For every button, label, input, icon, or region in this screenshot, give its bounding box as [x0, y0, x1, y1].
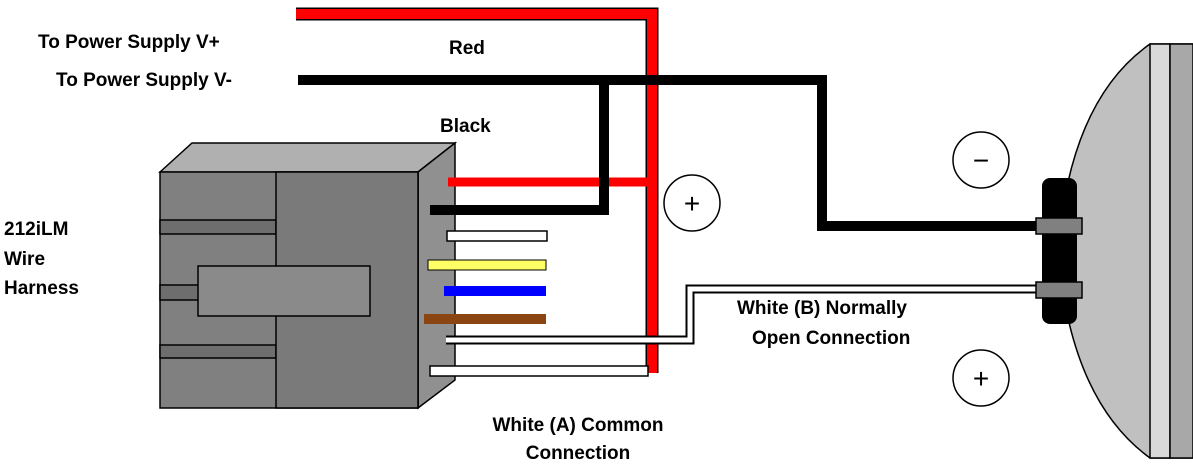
white-wire-top [446, 230, 548, 242]
label-white-a-line2: Connection [526, 443, 631, 464]
device-rim [1149, 43, 1171, 459]
minus-device-symbol: − [952, 131, 1010, 189]
label-harness-line2: Wire [4, 249, 45, 270]
connector-top-face [158, 142, 458, 173]
label-red: Red [449, 38, 485, 59]
plus-device-symbol: + [952, 349, 1010, 407]
label-supply-neg: To Power Supply V- [56, 70, 232, 91]
label-supply-pos: To Power Supply V+ [38, 32, 220, 53]
white-b-wire [446, 284, 1040, 345]
plus-device-text: + [973, 363, 989, 394]
device-terminal-negative [1035, 217, 1083, 235]
device-terminal-positive [1035, 281, 1083, 299]
minus-device-text: − [973, 145, 989, 176]
label-harness-line3: Harness [4, 278, 79, 299]
black-wire-supply [298, 75, 1040, 231]
yellow-wire [427, 259, 547, 271]
black-wire-to-pin [430, 80, 609, 215]
blue-wire [444, 286, 546, 296]
plus-harness-text: + [684, 188, 700, 219]
harness-connector [158, 141, 458, 410]
connector-latch [197, 265, 371, 317]
label-white-a-line1: White (A) Common [493, 415, 664, 436]
black-wire [298, 75, 1040, 231]
device [1035, 43, 1193, 459]
brown-wire [424, 314, 546, 324]
device-rim-outer [1169, 43, 1193, 459]
white-a-wire [429, 365, 649, 377]
red-wire [296, 7, 659, 373]
device-terminal-block [1042, 178, 1077, 324]
label-black: Black [440, 116, 491, 137]
label-white-b-line1: White (B) Normally [737, 298, 907, 319]
label-harness-line1: 212iLM [4, 219, 68, 240]
connector-grooves [159, 219, 277, 359]
plus-harness-symbol: + [663, 174, 721, 232]
label-white-b-line2: Open Connection [752, 328, 910, 349]
